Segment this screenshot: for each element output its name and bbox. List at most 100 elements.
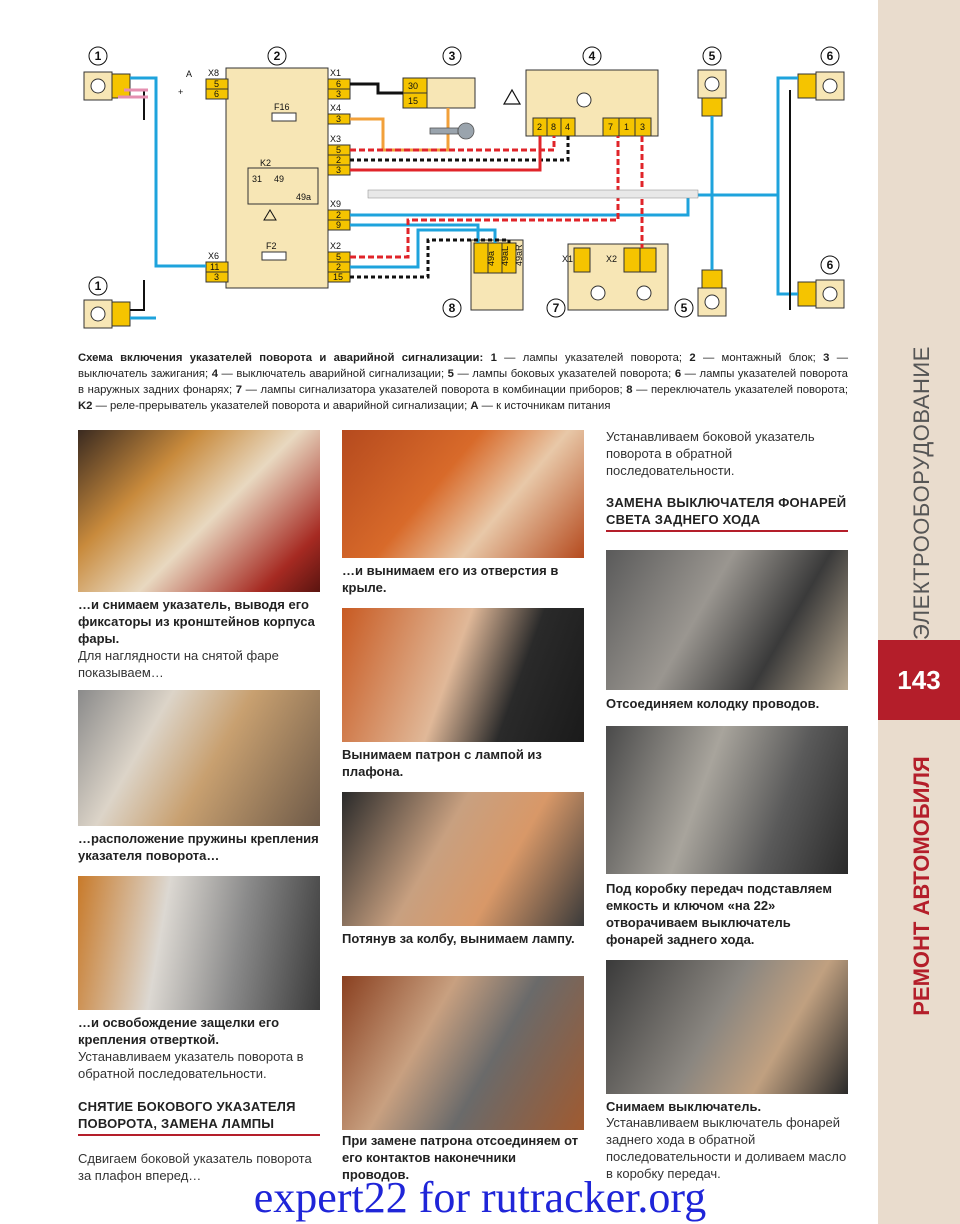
wiring-diagram: .t { font-family:"Liberation Sans", sans… — [83, 46, 845, 329]
body-text: Устанавливаем указатель поворота в обрат… — [78, 1049, 304, 1081]
svg-text:A: A — [186, 69, 192, 79]
caption-item: 2 — монтажный блок; — [689, 352, 824, 364]
svg-text:4: 4 — [565, 122, 570, 132]
svg-text:49aR: 49aR — [514, 244, 524, 266]
photo-switch-removal — [606, 960, 848, 1094]
photo-gearbox-wrench — [606, 726, 848, 874]
svg-text:5: 5 — [709, 49, 716, 63]
svg-text:5: 5 — [336, 252, 341, 262]
svg-text:8: 8 — [449, 301, 456, 315]
svg-text:6: 6 — [827, 49, 834, 63]
body-text: Устанавливаем боковой указатель поворота… — [606, 429, 815, 478]
body-text: Устанавливаем выключатель фонарей заднег… — [606, 1115, 847, 1181]
heading-rule — [78, 1134, 320, 1136]
svg-text:5: 5 — [214, 79, 219, 89]
photo-caption: Снимаем выключатель. — [606, 1099, 762, 1114]
photo-indicator-spring — [78, 690, 320, 826]
svg-text:F2: F2 — [266, 241, 277, 251]
svg-text:5: 5 — [681, 301, 688, 315]
caption-item: 3 — выключатель зажигания; — [78, 352, 849, 380]
photo-caption: …и вынимаем его из отверстия в крыле. — [342, 563, 559, 595]
svg-text:X3: X3 — [330, 134, 341, 144]
photo-caption: Потянув за колбу, вынимаем лампу. — [342, 931, 575, 946]
photo-indicator-latch — [78, 876, 320, 1010]
section-title-top: ЭЛЕКТРООБОРУДОВАНИЕ — [909, 346, 934, 640]
caption-item: A — к источникам питания — [470, 400, 611, 412]
svg-text:31: 31 — [252, 174, 262, 184]
caption-item: 6 — лампы указателей поворота в наружных… — [78, 368, 848, 396]
svg-text:30: 30 — [408, 81, 418, 91]
page-number: 143 — [878, 640, 960, 720]
svg-text:+: + — [178, 87, 183, 97]
svg-text:X4: X4 — [330, 103, 341, 113]
svg-text:3: 3 — [640, 122, 645, 132]
svg-text:4: 4 — [589, 49, 596, 63]
svg-text:11: 11 — [210, 262, 219, 272]
svg-text:X8: X8 — [208, 68, 219, 78]
photo-caption: Вынимаем патрон с лампой из плафона. — [342, 747, 542, 779]
svg-text:X1: X1 — [330, 68, 341, 78]
svg-text:K2: K2 — [260, 158, 271, 168]
connector-pins — [205, 78, 351, 283]
hazard-triangle-icon — [502, 88, 522, 105]
svg-text:1: 1 — [95, 279, 102, 293]
svg-text:7: 7 — [553, 301, 560, 315]
fuse-f2 — [261, 251, 287, 261]
svg-text:3: 3 — [214, 272, 219, 282]
section-heading: Замена выключателя фонарей света заднего… — [606, 495, 847, 527]
photo-lamp-socket — [342, 608, 584, 742]
svg-text:7: 7 — [608, 122, 613, 132]
photo-caption: …и освобождение защелки его крепления от… — [78, 1015, 280, 1047]
photo-caption: При замене патрона отсоединяем от его ко… — [342, 1133, 579, 1182]
key-icon — [429, 122, 475, 140]
svg-text:6: 6 — [336, 79, 341, 89]
photo-bulb-removal — [342, 792, 584, 926]
svg-text:1: 1 — [95, 49, 102, 63]
svg-text:49: 49 — [274, 174, 284, 184]
photo-caption: …и снимаем указатель, выводя его фиксато… — [78, 597, 315, 646]
svg-text:49a: 49a — [486, 251, 496, 266]
photo-caption: Отсоединяем колодку проводов. — [606, 696, 820, 711]
svg-text:X2: X2 — [606, 254, 617, 264]
section-heading: Снятие бокового указателя поворота, заме… — [78, 1099, 296, 1131]
svg-text:2: 2 — [336, 155, 341, 165]
photo-wire-connector — [606, 550, 848, 690]
svg-text:2: 2 — [537, 122, 542, 132]
fuse-f16 — [271, 112, 297, 122]
svg-text:X9: X9 — [330, 199, 341, 209]
svg-text:F16: F16 — [274, 102, 290, 112]
svg-text:15: 15 — [333, 272, 343, 282]
body-text: Для наглядности на снятой фаре показывае… — [78, 648, 279, 680]
heading-rule — [606, 530, 848, 532]
svg-text:5: 5 — [336, 145, 341, 155]
photo-headlight-indicator — [78, 430, 320, 592]
svg-text:3: 3 — [336, 89, 341, 99]
svg-text:3: 3 — [449, 49, 456, 63]
caption-item: 8 — переключатель указателей поворота; — [626, 384, 848, 396]
photo-side-indicator-removed — [342, 430, 584, 558]
caption-item: 4 — выключатель аварийной сигнализации; — [211, 368, 448, 380]
body-text: Сдвигаем боковой указатель поворота за п… — [78, 1151, 312, 1183]
relay-k2 — [247, 167, 319, 205]
photo-caption: …расположение пружины крепления указател… — [78, 831, 319, 863]
diagram-caption: Схема включения указателей поворота и ав… — [78, 352, 849, 412]
svg-text:6: 6 — [214, 89, 219, 99]
caption-item: 7 — лампы сигнализатора указателей повор… — [235, 384, 627, 396]
svg-text:6: 6 — [827, 258, 834, 272]
svg-text:8: 8 — [551, 122, 556, 132]
svg-text:X1: X1 — [562, 254, 573, 264]
sidebar-band — [878, 0, 960, 1224]
svg-text:49aL: 49aL — [500, 246, 510, 266]
photo-caption: Под коробку передач подставляем емкость … — [606, 881, 832, 947]
caption-item: K2 — реле-прерыватель указателей поворот… — [78, 400, 471, 412]
svg-text:2: 2 — [274, 49, 281, 63]
svg-text:X6: X6 — [208, 251, 219, 261]
hazard-triangle-icon — [263, 209, 277, 221]
photo-socket-wires — [342, 976, 584, 1130]
svg-text:3: 3 — [336, 165, 341, 175]
svg-text:2: 2 — [336, 262, 341, 272]
svg-text:2: 2 — [336, 210, 341, 220]
svg-text:15: 15 — [408, 96, 418, 106]
svg-text:49a: 49a — [296, 192, 311, 202]
caption-item: 1 — лампы указателей поворота; — [490, 352, 690, 364]
